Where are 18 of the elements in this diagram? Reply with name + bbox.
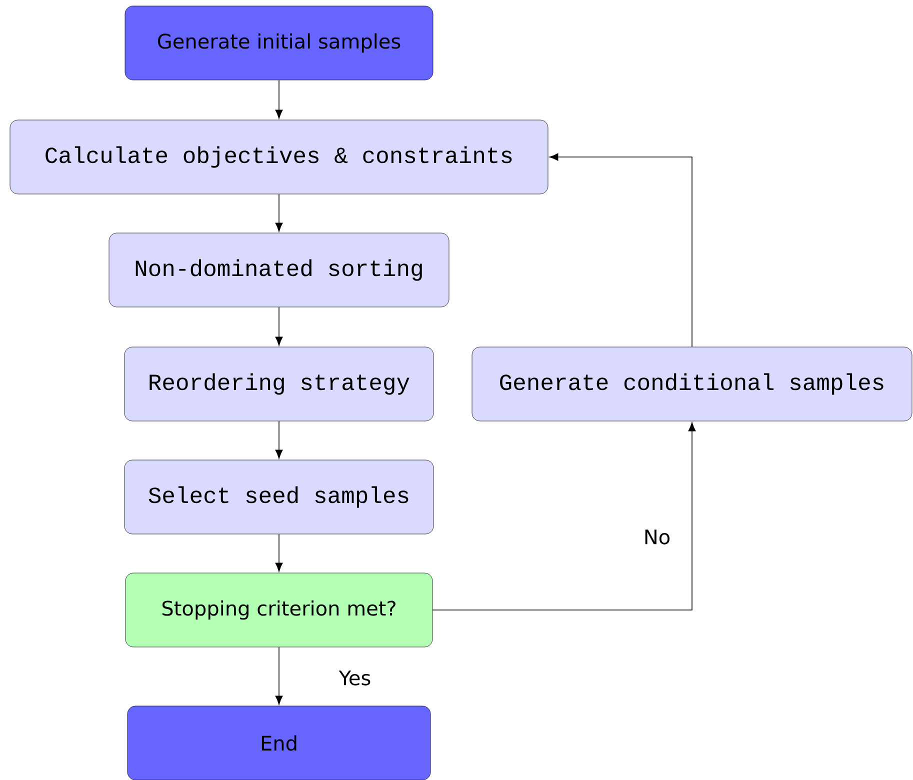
edge-label: No (641, 528, 673, 546)
process-box: Reordering strategy (124, 346, 434, 422)
start-box: Generate initial samples (124, 6, 434, 80)
arrow (275, 80, 283, 119)
decision-box: Stopping criterion met? (125, 572, 433, 648)
arrow (432, 422, 696, 610)
arrow (549, 153, 692, 348)
process-box: Select seed samples (124, 460, 434, 534)
arrow (275, 646, 283, 705)
edge-label: Yes (336, 668, 374, 688)
arrow (275, 306, 283, 346)
arrow (275, 534, 283, 572)
process-box: Generate conditional samples (472, 346, 912, 422)
end-box: End (127, 706, 431, 780)
arrow (275, 420, 283, 459)
process-box: Calculate objectives & constraints (10, 120, 548, 194)
process-box: Non-dominated sorting (108, 232, 450, 308)
arrow (275, 194, 283, 232)
